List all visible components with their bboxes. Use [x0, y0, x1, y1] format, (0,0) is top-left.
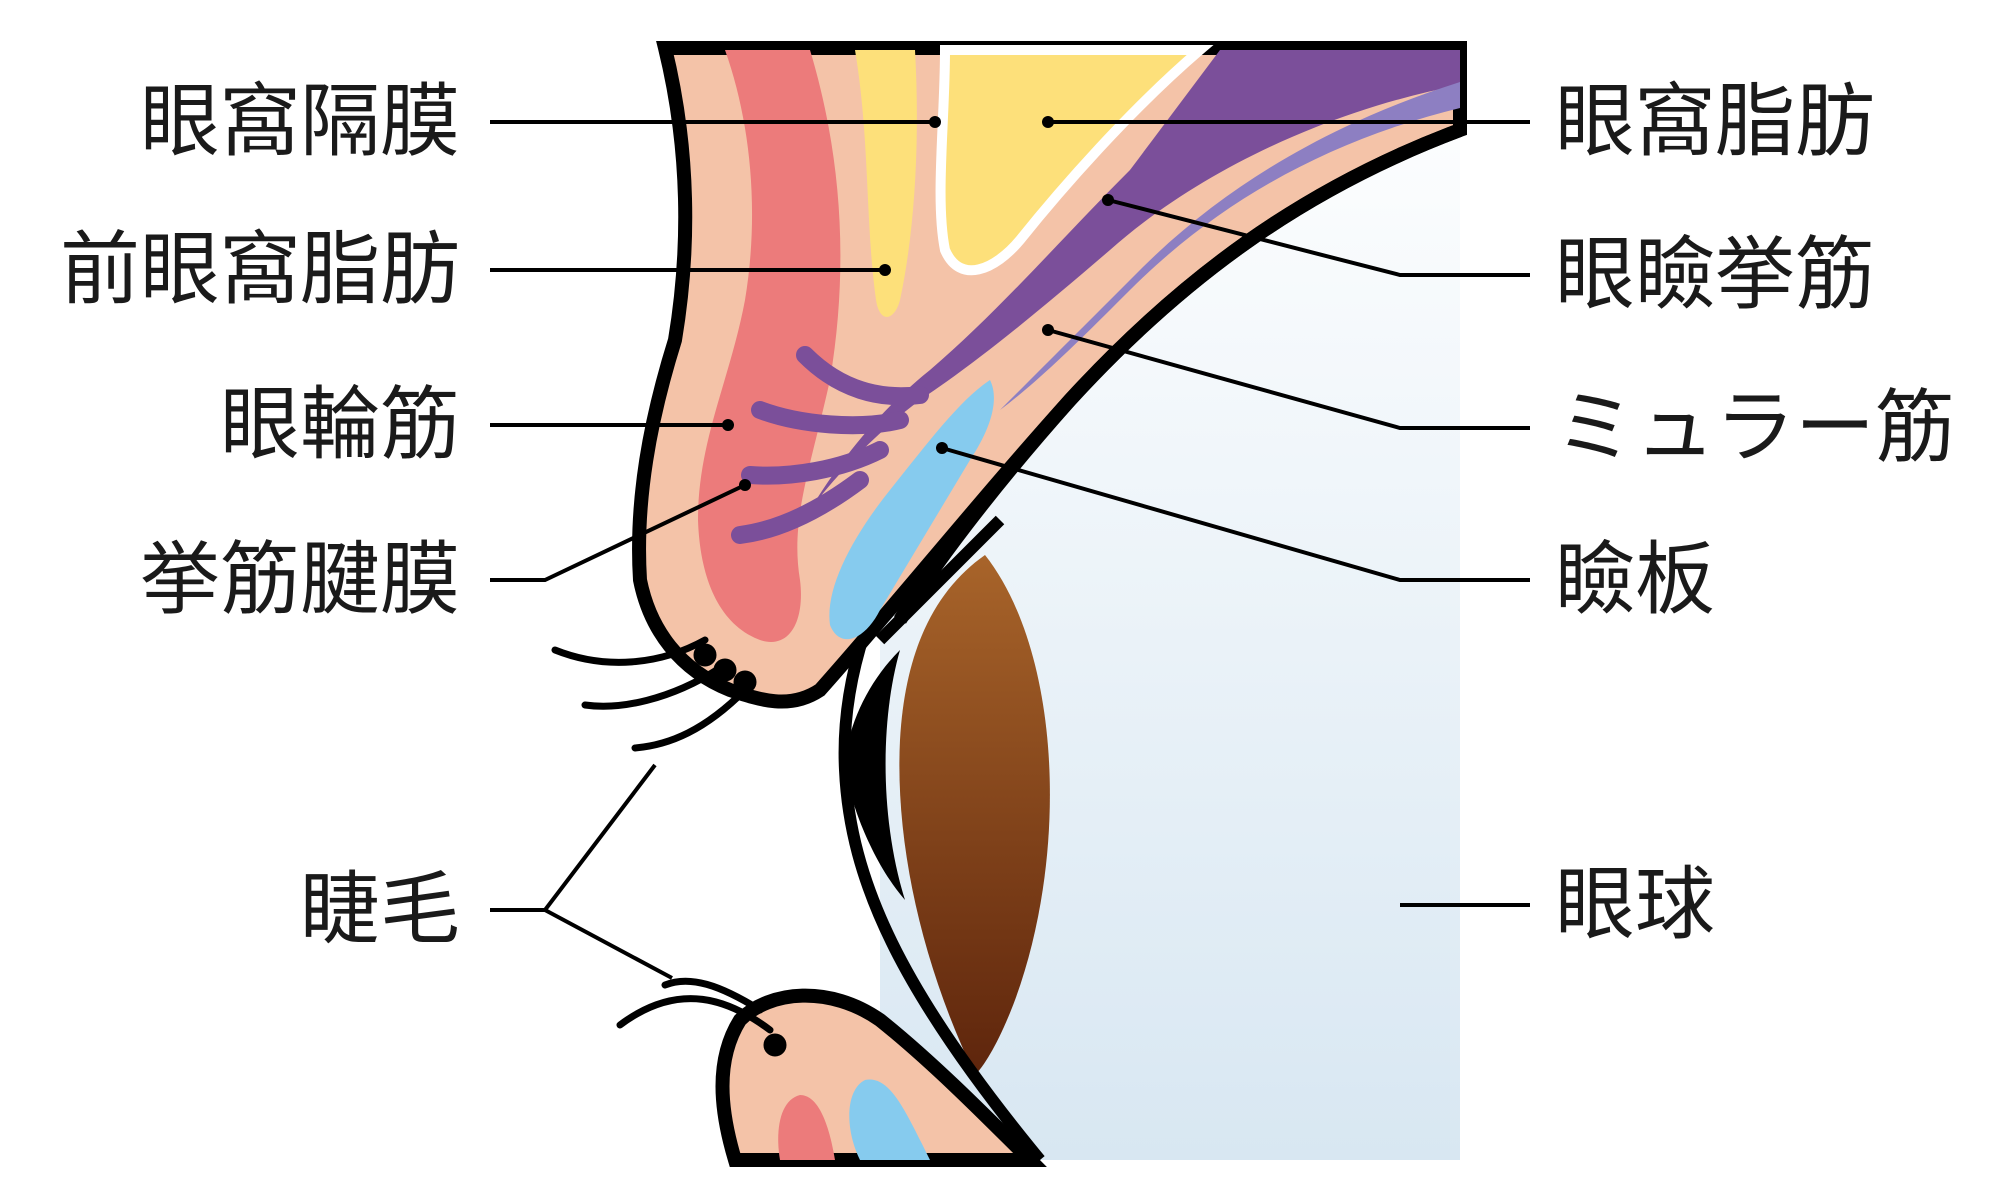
label-eyelashes: 睫毛: [300, 863, 460, 956]
leader-levator-aponeurosis: [490, 483, 746, 582]
iris-shape: [899, 555, 1050, 1075]
levator-aponeurosis-fibers: [731, 346, 929, 544]
label-eyeball: 眼球: [1555, 858, 1715, 951]
levator-muscle: [810, 50, 1460, 510]
upper-lid-inner-line: [893, 123, 1463, 624]
label-orbicularis: 眼輪筋: [220, 378, 460, 471]
label-preorbital-fat: 前眼窩脂肪: [60, 223, 460, 316]
leader-tarsus: [941, 446, 1530, 582]
leader-eyelashes: [490, 763, 657, 912]
label-levator-aponeurosis: 挙筋腱膜: [140, 533, 460, 626]
lower-eyelashes: [616, 977, 787, 1057]
label-levator-muscle: 眼瞼挙筋: [1555, 228, 1875, 321]
leader-dots: [722, 116, 1114, 491]
muller-muscle: [1000, 82, 1460, 410]
upper-eyelid: [632, 41, 1467, 709]
lower-orbicularis: [778, 1095, 835, 1160]
leader-levator-muscle: [1107, 198, 1530, 277]
tarsal-plate: [829, 380, 994, 640]
leader-muller-muscle: [1047, 328, 1530, 430]
label-tarsus: 瞼板: [1555, 533, 1715, 626]
label-orbital-fat: 眼窩脂肪: [1555, 75, 1875, 168]
label-muller-muscle: ミュラー筋: [1555, 381, 1955, 474]
leader-lines: [490, 120, 1530, 980]
upper-eyelashes: [551, 636, 757, 752]
leader-eyelashes-2: [544, 908, 673, 980]
upper-lid-inner-line-2: [875, 515, 1005, 645]
lower-eyelid: [715, 988, 1047, 1167]
orbicularis-muscle: [698, 50, 841, 642]
preorbital-fat: [855, 50, 917, 317]
pupil-shape: [845, 650, 905, 900]
lower-tarsus: [849, 1079, 930, 1160]
label-orbital-septum: 眼窩隔膜: [140, 75, 460, 168]
